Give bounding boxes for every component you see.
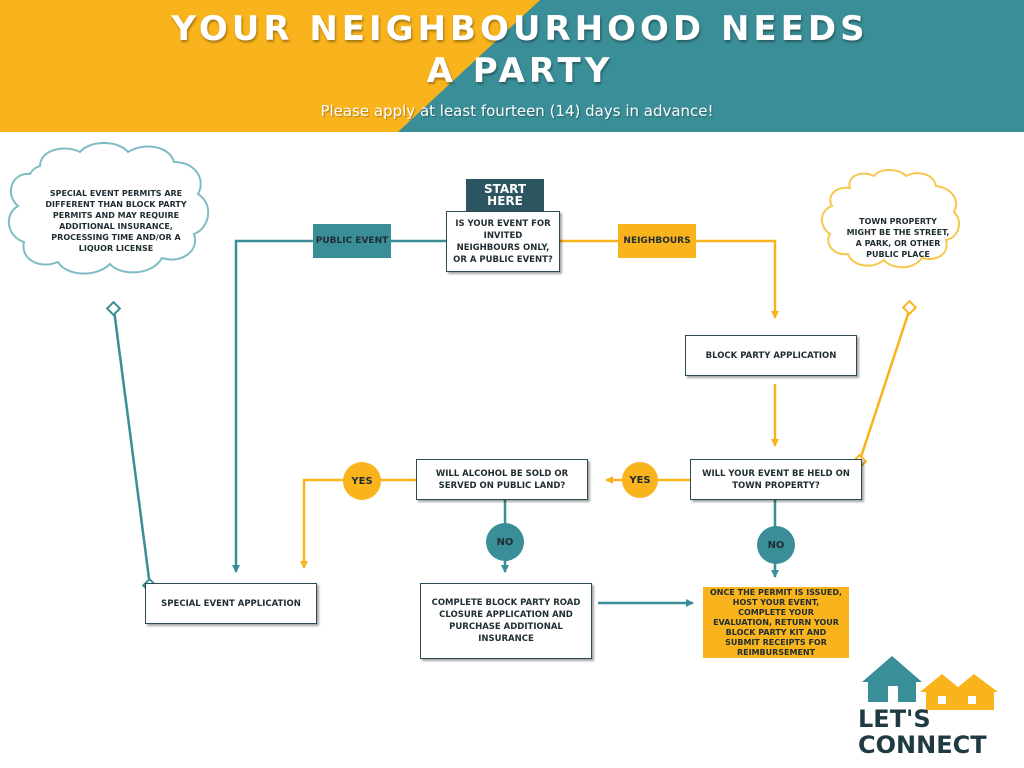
header-background xyxy=(0,0,1024,132)
final-step-box: ONCE THE PERMIT IS ISSUED, HOST YOUR EVE… xyxy=(703,587,849,658)
page-subtitle: Please apply at least fourteen (14) days… xyxy=(320,102,714,120)
road-closure-box: COMPLETE BLOCK PARTY ROAD CLOSURE APPLIC… xyxy=(420,583,592,659)
yes-circle-town: YES xyxy=(622,462,658,498)
alcohol-question: WILL ALCOHOL BE SOLD OR SERVED ON PUBLIC… xyxy=(416,459,588,500)
special-event-note: SPECIAL EVENT PERMITS ARE DIFFERENT THAN… xyxy=(45,189,187,253)
yes-circle-alcohol: YES xyxy=(343,462,381,500)
special-event-application-box: SPECIAL EVENT APPLICATION xyxy=(145,583,317,624)
town-property-note-cloud xyxy=(821,169,961,269)
town-property-question: WILL YOUR EVENT BE HELD ON TOWN PROPERTY… xyxy=(690,459,862,500)
logo-line2: CONNECT xyxy=(858,731,987,759)
public-event-tag: PUBLIC EVENT xyxy=(313,224,391,258)
special-event-note-cloud xyxy=(8,142,209,275)
block-party-application-box: BLOCK PARTY APPLICATION xyxy=(685,335,857,376)
page-title: YOUR NEIGHBOURHOOD NEEDS A PARTY xyxy=(171,9,869,91)
no-circle-alcohol: NO xyxy=(486,523,524,561)
houses-icon xyxy=(862,656,998,710)
neighbours-tag: NEIGHBOURS xyxy=(618,224,696,258)
header-banner: YOUR NEIGHBOURHOOD NEEDS A PARTY Please … xyxy=(0,0,1024,132)
no-circle-town: NO xyxy=(757,526,795,564)
town-property-note: TOWN PROPERTY MIGHT BE THE STREET, A PAR… xyxy=(846,217,950,259)
start-here-label: START HERE xyxy=(466,179,544,211)
event-type-question: IS YOUR EVENT FOR INVITED NEIGHBOURS ONL… xyxy=(446,211,560,272)
logo-line1: LET'S xyxy=(858,705,931,733)
